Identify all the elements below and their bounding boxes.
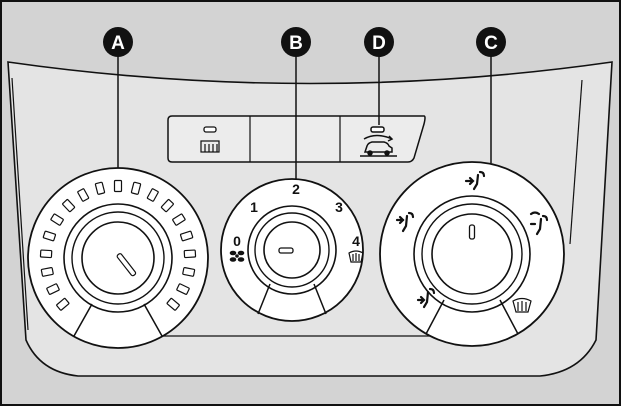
air-distribution-indicator	[468, 224, 476, 240]
air-recirculation-icon	[360, 134, 397, 157]
temperature-scale-mark	[56, 297, 70, 311]
temperature-scale-mark	[130, 181, 142, 195]
rear-window-defrost-icon	[200, 140, 220, 153]
callout-c-label: C	[484, 33, 498, 54]
temperature-scale-mark	[166, 297, 180, 311]
callout-b-label: B	[289, 33, 303, 54]
temperature-scale	[39, 179, 197, 311]
recirculation-led	[370, 126, 385, 133]
windscreen-defrost-icon	[348, 250, 364, 263]
air-to-feet-icon	[416, 287, 436, 309]
fan-speed-3: 3	[335, 199, 343, 215]
callout-leaders	[117, 55, 492, 180]
rear-defrost-led	[203, 126, 217, 133]
temperature-scale-mark	[160, 199, 174, 213]
temperature-scale-mark	[46, 283, 60, 295]
callout-a: A	[103, 27, 133, 57]
recirculation-button[interactable]	[360, 126, 397, 157]
air-distribution-knob[interactable]	[379, 161, 565, 347]
callout-c: C	[476, 27, 506, 57]
temperature-scale-mark	[183, 249, 197, 259]
rear-defrost-button[interactable]	[200, 126, 220, 153]
callout-d: D	[364, 27, 394, 57]
temperature-scale-mark	[62, 199, 76, 213]
panel-left-edge	[11, 77, 29, 331]
temperature-scale-mark	[39, 249, 53, 259]
temperature-scale-mark	[113, 179, 123, 193]
temperature-scale-mark	[172, 213, 186, 226]
callout-b: B	[281, 27, 311, 57]
temperature-scale-mark	[77, 188, 90, 202]
temperature-scale-mark	[94, 181, 106, 195]
air-to-face-icon	[464, 170, 486, 191]
temperature-indicator	[116, 253, 137, 277]
fan-icon	[229, 250, 245, 262]
temperature-scale-mark	[179, 230, 194, 242]
panel-right-edge	[569, 79, 583, 245]
temperature-scale-mark	[176, 283, 190, 295]
fan-speed-knob[interactable]: 0 1 2 3 4	[220, 178, 364, 322]
callout-d-label: D	[372, 33, 386, 54]
temperature-knob[interactable]	[27, 167, 209, 349]
temperature-scale-mark	[182, 266, 196, 277]
windscreen-defrost-mode-icon	[512, 297, 532, 313]
air-face-and-feet-icon	[395, 211, 415, 233]
fan-speed-1: 1	[250, 199, 258, 215]
fan-speed-indicator	[278, 247, 294, 254]
temperature-scale-mark	[146, 188, 159, 202]
air-feet-and-windscreen-icon	[529, 211, 549, 236]
callout-a-label: A	[111, 33, 125, 54]
fan-speed-0: 0	[233, 233, 241, 249]
temperature-scale-mark	[40, 266, 54, 277]
fan-speed-2: 2	[292, 181, 300, 197]
temperature-scale-mark	[50, 213, 64, 226]
air-distribution-knob-cap	[431, 213, 513, 295]
temperature-scale-mark	[42, 230, 57, 242]
fan-speed-4: 4	[352, 233, 360, 249]
